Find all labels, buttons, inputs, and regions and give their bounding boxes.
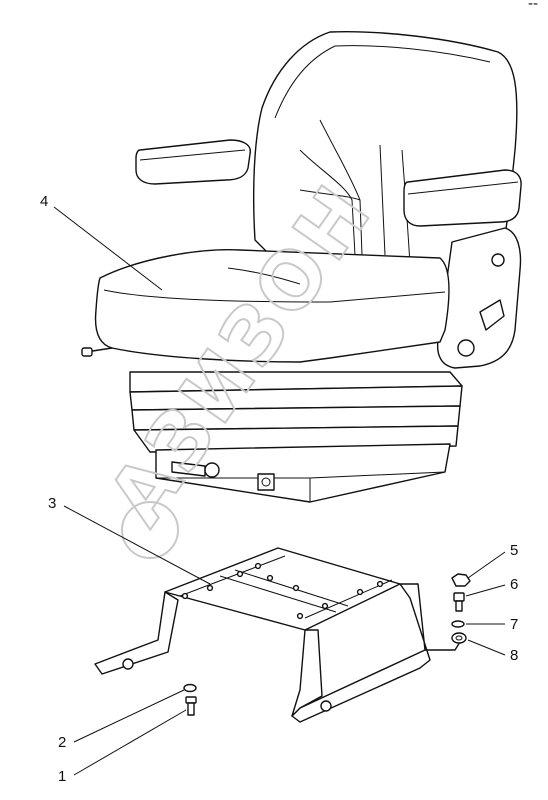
callout-8: 8 xyxy=(510,647,518,664)
callout-3: 3 xyxy=(48,495,56,512)
washer-part-2 xyxy=(183,683,197,693)
callout-1: 1 xyxy=(58,768,66,785)
washer-part-7 xyxy=(451,620,465,628)
bolt-part-1 xyxy=(185,696,197,716)
right-armrest xyxy=(403,169,522,227)
nut-part-8 xyxy=(451,632,467,644)
nut-part-5 xyxy=(451,573,471,587)
seat-backrest xyxy=(253,31,518,301)
suspension-base xyxy=(155,443,451,503)
left-armrest xyxy=(135,139,252,185)
callout-4: 4 xyxy=(40,193,48,210)
bolt-part-6 xyxy=(453,592,465,612)
callout-2: 2 xyxy=(58,734,66,751)
callout-6: 6 xyxy=(510,576,518,593)
seat-part-4 xyxy=(81,31,522,503)
corner-mark: -- xyxy=(528,0,538,12)
callout-7: 7 xyxy=(510,616,518,633)
seat-cushion xyxy=(94,249,450,363)
callout-leaders xyxy=(53,206,506,776)
mounting-bracket-part-3 xyxy=(94,547,461,723)
callout-5: 5 xyxy=(510,542,518,559)
